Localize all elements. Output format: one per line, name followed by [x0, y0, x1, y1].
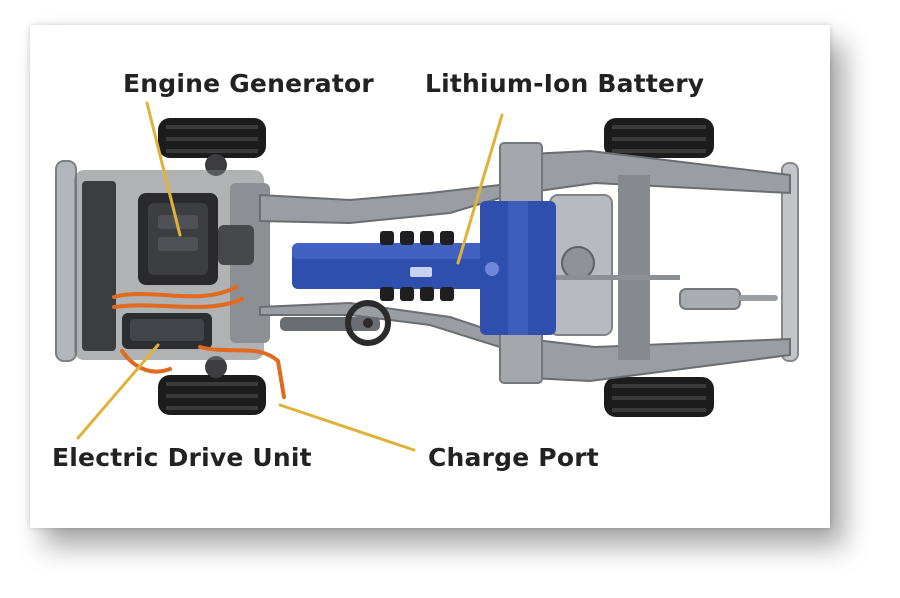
- front-bumper: [55, 160, 77, 362]
- leader-lines: [76, 101, 504, 452]
- exhaust-muffler: [510, 275, 778, 310]
- high-voltage-cables: [112, 285, 286, 399]
- rear-bumper: [781, 162, 799, 362]
- leader-engine-generator: [145, 101, 182, 237]
- chassis-illustration: [55, 101, 799, 452]
- label-lithium-ion-battery: Lithium-Ion Battery: [425, 69, 705, 98]
- label-charge-port: Charge Port: [428, 443, 599, 472]
- battery-pack: [292, 201, 556, 335]
- label-engine-generator: Engine Generator: [123, 69, 374, 98]
- leader-electric-drive-unit: [76, 343, 160, 440]
- front-left-wheel: [158, 118, 266, 176]
- fuel-tank: [549, 194, 613, 336]
- label-electric-drive-unit: Electric Drive Unit: [52, 443, 312, 472]
- leader-charge-port: [278, 403, 416, 452]
- diagram-card: Engine Generator Lithium-Ion Battery Ele…: [30, 25, 830, 528]
- diagram-canvas: Engine Generator Lithium-Ion Battery Ele…: [30, 25, 830, 528]
- engine-generator-block: [138, 193, 254, 285]
- leader-lithium-ion-battery: [456, 113, 504, 265]
- front-right-wheel: [158, 356, 266, 415]
- steering-assembly: [280, 300, 391, 346]
- electric-drive-unit-block: [122, 313, 212, 349]
